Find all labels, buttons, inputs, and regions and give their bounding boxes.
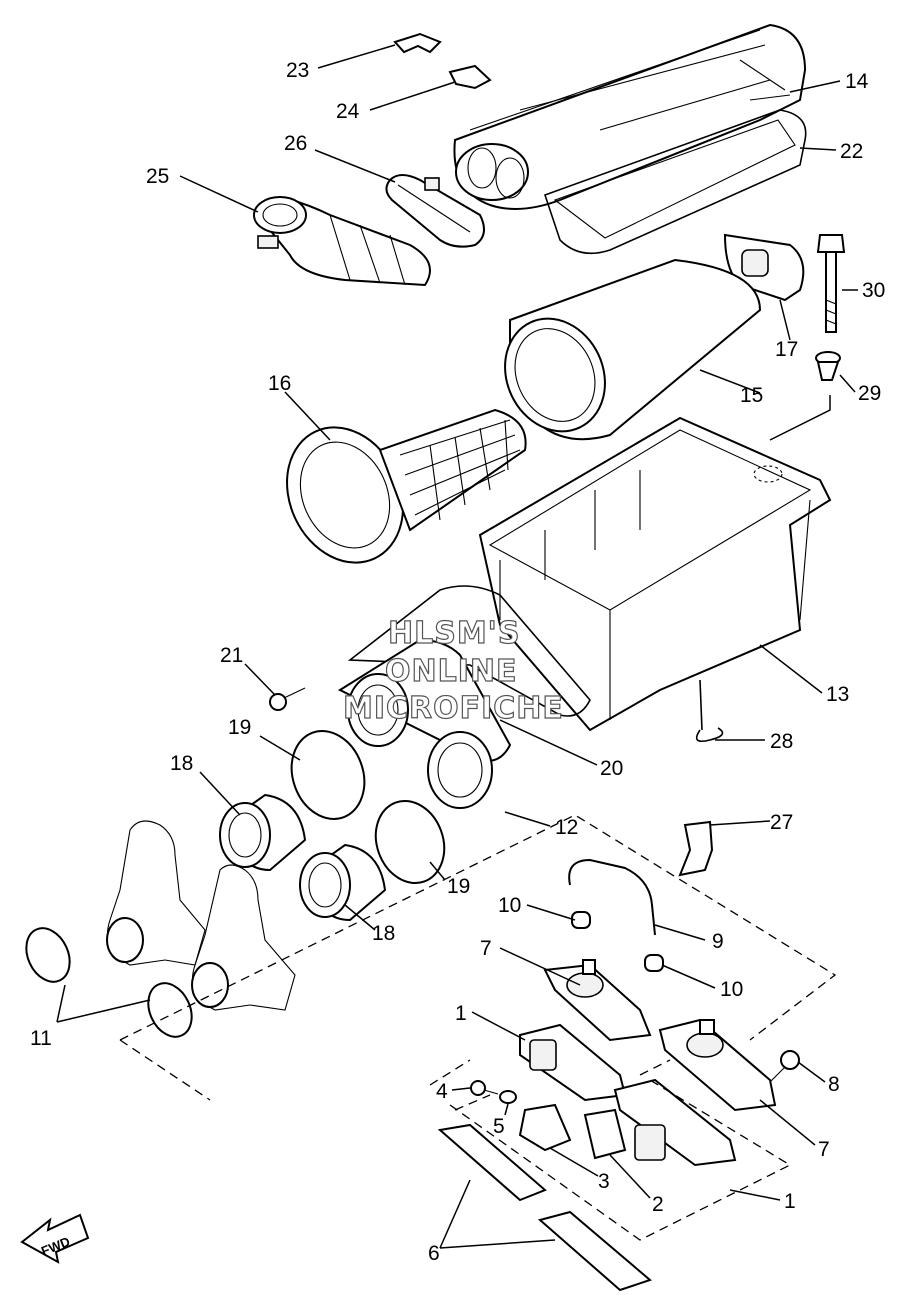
part-4-screw: [470, 1080, 499, 1096]
part-11-clamp-b: [147, 982, 193, 1038]
part-9-hose: [568, 858, 656, 936]
callout-5: 5: [493, 1115, 505, 1138]
part-26-band: [385, 174, 485, 248]
callout-21: 21: [220, 644, 243, 667]
part-19-clamp-lower: [374, 799, 446, 885]
callout-25: 25: [146, 165, 169, 188]
part-20-gasket: [347, 585, 591, 717]
callout-23: 23: [286, 59, 309, 82]
part-15-filter-element: [504, 258, 762, 441]
callout-24: 24: [336, 100, 360, 123]
part-7-holder-lower: [658, 1018, 777, 1112]
callout-29: 29: [858, 382, 881, 405]
callout-1a: 1: [455, 1002, 467, 1025]
callout-labels: 23 24 14 22 26 25 30 17 29 15 16 13 21 1…: [30, 59, 885, 1265]
callout-16: 16: [268, 372, 291, 395]
part-19-clamp-upper: [290, 730, 366, 820]
callout-26: 26: [284, 132, 307, 155]
part-23-clip: [393, 32, 442, 54]
callout-19a: 19: [228, 716, 251, 739]
group-boundary-reed-inner: [454, 1059, 671, 1111]
svg-text:HLSM'S: HLSM'S: [388, 616, 520, 651]
callout-27: 27: [770, 811, 793, 834]
part-6-gasket-lower: [537, 1210, 652, 1292]
group-boundary-carb: [119, 814, 837, 1041]
part-29-grommet: [815, 351, 841, 381]
fwd-arrow-badge: FWD: [20, 1213, 90, 1264]
callout-4: 4: [436, 1080, 448, 1103]
part-6-gasket-upper: [437, 1123, 547, 1202]
part-27-drain: [678, 820, 714, 877]
part-21-screw: [269, 687, 306, 711]
callout-14: 14: [845, 70, 869, 93]
part-1-reed-valve-lower: [613, 1078, 737, 1167]
part-22-gasket: [543, 109, 807, 255]
callout-10a: 10: [498, 894, 521, 917]
callout-9: 9: [712, 930, 724, 953]
callout-11: 11: [30, 1027, 52, 1050]
part-2-reed-petal: [583, 1108, 627, 1160]
watermark: HLSM'S ONLINE MICROFICHE: [342, 615, 564, 726]
part-8-bolt: [769, 1050, 800, 1083]
callout-2: 2: [652, 1193, 664, 1216]
callout-7a: 7: [480, 937, 492, 960]
callout-6: 6: [428, 1242, 440, 1265]
part-13-airbox: [478, 416, 832, 732]
part-10-clamp-upper: [571, 911, 591, 929]
part-30-bolt: [816, 234, 846, 333]
callout-17: 17: [775, 338, 798, 361]
callout-18b: 18: [372, 922, 395, 945]
group-boundary-carb-left: [119, 1039, 211, 1101]
part-7-holder-upper: [543, 959, 652, 1042]
part-5-washer: [499, 1090, 517, 1104]
part-14-airbox-cover: [453, 23, 807, 210]
callout-18a: 18: [170, 752, 193, 775]
part-11-clamp-a: [25, 927, 71, 983]
callout-3: 3: [598, 1170, 610, 1193]
carburetor-outline: [106, 820, 296, 1011]
part-3-stopper: [518, 1103, 572, 1152]
part-18-joint-upper: [219, 793, 307, 872]
svg-text:MICROFICHE: MICROFICHE: [343, 691, 564, 726]
callout-19b: 19: [447, 875, 470, 898]
callout-10b: 10: [720, 978, 743, 1001]
callout-1b: 1: [784, 1190, 796, 1213]
callout-30: 30: [862, 279, 885, 302]
part-10-clamp-lower: [644, 954, 664, 972]
callout-20: 20: [600, 757, 623, 780]
callout-13: 13: [826, 683, 849, 706]
callout-22: 22: [840, 140, 863, 163]
callout-12: 12: [555, 816, 578, 839]
callout-8: 8: [828, 1073, 840, 1096]
callout-28: 28: [770, 730, 793, 753]
part-24-clip: [448, 64, 492, 90]
svg-text:ONLINE: ONLINE: [385, 654, 518, 689]
callout-7b: 7: [818, 1138, 830, 1161]
part-28-clip: [695, 679, 724, 743]
group-boundary-reed: [429, 1059, 792, 1241]
leader-lines: [56, 44, 858, 1249]
callout-15: 15: [740, 384, 763, 407]
part-25-intake-duct: [253, 196, 431, 287]
part-16-filter-cage: [286, 408, 527, 564]
part-18-joint-lower: [299, 843, 387, 922]
part-12-joint: [337, 638, 512, 809]
